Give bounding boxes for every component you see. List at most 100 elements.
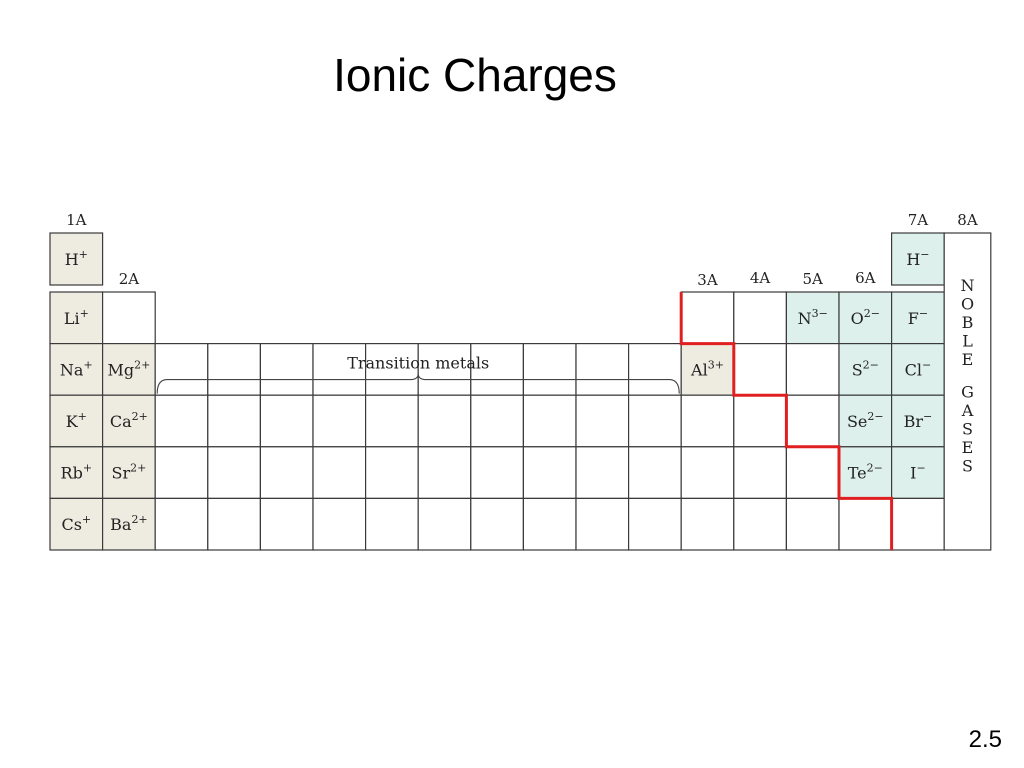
empty-cell: [470, 394, 524, 448]
ion-symbol: Br: [904, 412, 924, 431]
empty-cell: [259, 343, 314, 396]
empty-cell: [680, 446, 735, 499]
ion-charge: −: [922, 358, 931, 371]
empty-cell: [627, 343, 682, 396]
ion-symbol: Sr: [111, 464, 130, 483]
ion-label: Cl−: [905, 358, 932, 379]
ion-charge: 2−: [867, 462, 883, 475]
ion-charge: 3+: [708, 358, 724, 371]
empty-cell: [785, 446, 840, 499]
ion-label: Rb+: [61, 462, 93, 483]
ion-symbol: Se: [847, 412, 867, 431]
noble-gases-letter: S: [962, 420, 973, 439]
ion-label: K+: [66, 410, 87, 431]
empty-cell: [733, 394, 787, 448]
ion-label: Te2−: [848, 462, 883, 483]
ion-label: Br−: [904, 410, 933, 431]
empty-cell: [470, 497, 524, 551]
empty-cell: [259, 497, 314, 551]
empty-cell: [154, 497, 209, 551]
empty-cell: [838, 497, 893, 551]
group-label-5a: 5A: [803, 270, 824, 288]
ion-label: Na+: [60, 358, 93, 379]
empty-cell: [154, 446, 209, 499]
empty-cell: [207, 446, 262, 499]
slide-title: Ionic Charges: [333, 49, 617, 101]
empty-cell: [733, 446, 787, 499]
ion-label: Se2−: [847, 410, 884, 431]
ion-symbol: S: [852, 360, 863, 379]
noble-gases-letter: S: [962, 457, 973, 476]
ion-charge: +: [83, 358, 92, 371]
group-label-6a: 6A: [855, 269, 876, 287]
empty-cell: [417, 394, 472, 448]
ion-cell-li-cation: [49, 291, 104, 345]
ion-symbol: H: [906, 250, 920, 269]
metal-nonmetal-staircase: [679, 292, 894, 550]
ion-symbol: I: [910, 464, 916, 483]
ion-cell-ca-cation: [101, 394, 156, 448]
ion-cell-sr-cation: [101, 446, 156, 499]
empty-cell: [575, 343, 630, 396]
ion-charge: −: [923, 410, 932, 423]
ion-label: S2−: [852, 358, 879, 379]
empty-cell: [575, 446, 630, 499]
empty-cell: [417, 497, 472, 551]
slide-number: 2.5: [968, 726, 1002, 753]
ion-label: Sr2+: [111, 462, 146, 483]
noble-gases-letter: B: [962, 313, 974, 332]
ion-cell-ba-cation: [101, 497, 156, 551]
ion-charge: −: [920, 248, 929, 261]
ion-cell-cl-anion: [890, 343, 945, 396]
ion-cell-k-cation: [49, 394, 104, 448]
ion-charge: 3−: [812, 307, 828, 320]
empty-cell: [733, 497, 787, 551]
empty-cell: [733, 343, 787, 396]
ion-charge: +: [82, 513, 91, 526]
ion-label: Mg2+: [107, 358, 150, 379]
ion-symbol: K: [66, 412, 79, 431]
empty-cell: [154, 394, 209, 448]
ion-charge: 2+: [134, 358, 150, 371]
empty-cell: [522, 446, 577, 499]
group-label-4a: 4A: [750, 269, 771, 287]
ion-cell-s-anion: [838, 343, 893, 396]
empty-cell: [417, 446, 472, 499]
ion-charge: 2+: [130, 462, 146, 475]
empty-cell: [890, 497, 945, 551]
ion-symbol: Ca: [110, 412, 132, 431]
empty-cell: [785, 394, 840, 448]
ion-label: Ca2+: [110, 410, 148, 431]
group-label-8a: 8A: [957, 211, 978, 229]
empty-cell: [365, 497, 419, 551]
empty-cell: [312, 497, 367, 551]
ion-label: N3−: [798, 307, 828, 328]
empty-cell: [522, 343, 577, 396]
ion-symbol: Al: [690, 360, 708, 379]
ion-label: H−: [906, 248, 929, 269]
ion-cell-se-anion: [838, 394, 893, 448]
ion-symbol: Mg: [107, 360, 134, 379]
group-label-2a: 2A: [119, 270, 140, 288]
ion-cell-cs-cation: [49, 497, 104, 551]
empty-cell: [785, 343, 840, 396]
noble-gases-letter: N: [961, 276, 975, 295]
ion-charge: +: [79, 248, 88, 261]
empty-cell: [470, 446, 524, 499]
empty-cell: [312, 343, 367, 396]
noble-gases-letter: E: [962, 350, 974, 369]
empty-cell: [470, 343, 524, 396]
empty-cell: [365, 446, 419, 499]
noble-gases-letter: A: [961, 401, 974, 420]
ion-symbol: Na: [60, 360, 84, 379]
transition-metals-brace: [156, 373, 680, 394]
ion-charge: −: [919, 307, 928, 320]
empty-cell: [680, 497, 735, 551]
group-label-7a: 7A: [908, 211, 929, 229]
ion-cell-al-cation: [680, 343, 735, 396]
noble-gas-column: [943, 232, 992, 551]
ion-symbol: Cs: [61, 515, 81, 534]
empty-cell: [207, 343, 262, 396]
ion-symbol: O: [851, 309, 864, 328]
ion-symbol: Cl: [905, 360, 922, 379]
